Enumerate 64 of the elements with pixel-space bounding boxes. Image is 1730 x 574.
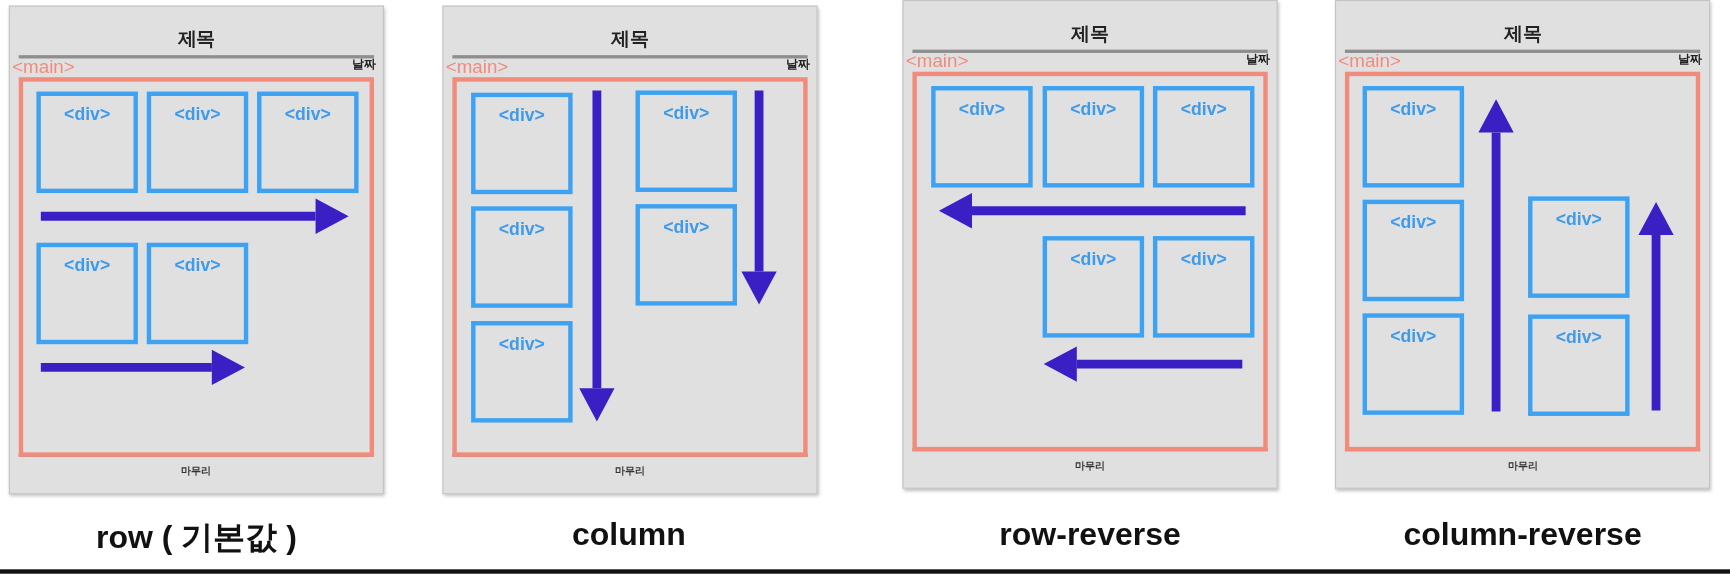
div-box <box>1042 236 1145 338</box>
tag-label: <div> <box>1069 249 1118 270</box>
tag-label: <div> <box>283 104 332 125</box>
tag-label: <main> <box>445 57 509 78</box>
div-box <box>635 90 737 192</box>
tag-label: <div> <box>173 255 222 276</box>
tag-label: <div> <box>63 255 112 276</box>
div-box <box>1042 86 1145 188</box>
page-mockup <box>8 5 384 495</box>
footer-text: 마무리 <box>1506 459 1539 474</box>
div-box <box>36 242 138 345</box>
div-box <box>471 321 573 423</box>
tag-label: <div> <box>662 103 711 124</box>
div-box <box>1362 199 1465 302</box>
page-mockup <box>902 0 1278 489</box>
div-box <box>1528 314 1630 416</box>
tag-label: <main> <box>12 57 75 78</box>
div-box <box>1528 196 1630 298</box>
div-box <box>1362 313 1465 415</box>
footer-text: 마무리 <box>614 464 646 479</box>
div-box <box>36 91 138 194</box>
div-box <box>146 242 249 345</box>
div-box <box>257 91 359 194</box>
div-box <box>635 204 737 306</box>
tag-label: <div> <box>63 104 112 125</box>
tag-label: <div> <box>1179 249 1228 270</box>
div-box <box>146 91 249 194</box>
tag-label: <div> <box>1389 212 1438 233</box>
page-mockup <box>1335 0 1711 489</box>
tag-label: <div> <box>173 104 222 125</box>
title-text: 제목 <box>1070 22 1110 47</box>
date-text: 날짜 <box>1678 51 1703 67</box>
tag-label: <div> <box>1554 209 1603 230</box>
tag-label: <div> <box>1389 99 1438 120</box>
caption-text: row ( 기본값 ) <box>95 518 297 557</box>
tag-label: <div> <box>1554 327 1603 348</box>
div-box <box>471 92 573 195</box>
tag-label: <div> <box>957 99 1006 120</box>
date-text: 날짜 <box>785 57 810 72</box>
caption-text: column <box>572 516 686 553</box>
caption-text: row-reverse <box>999 516 1181 553</box>
date-text: 날짜 <box>1245 51 1270 67</box>
div-box <box>1152 236 1255 338</box>
div-box <box>471 206 573 308</box>
tag-label: <main> <box>905 51 969 72</box>
tag-label: <div> <box>497 105 546 126</box>
tag-label: <div> <box>662 217 711 238</box>
tag-label: <div> <box>497 219 546 240</box>
div-box <box>931 86 1033 188</box>
title-text: 제목 <box>1502 22 1543 47</box>
footer-text: 마무리 <box>180 464 213 479</box>
div-box <box>1152 86 1255 188</box>
date-text: 날짜 <box>351 57 377 72</box>
tag-label: <div> <box>1069 99 1118 120</box>
caption-text: column-reverse <box>1403 516 1642 553</box>
title-text: 제목 <box>176 27 217 52</box>
page-mockup <box>442 5 818 495</box>
title-text: 제목 <box>610 27 650 52</box>
div-box <box>1362 86 1465 188</box>
tag-label: <main> <box>1338 51 1401 72</box>
footer-text: 마무리 <box>1074 459 1106 474</box>
tag-label: <div> <box>497 334 546 355</box>
tag-label: <div> <box>1179 99 1228 120</box>
tag-label: <div> <box>1389 326 1438 347</box>
